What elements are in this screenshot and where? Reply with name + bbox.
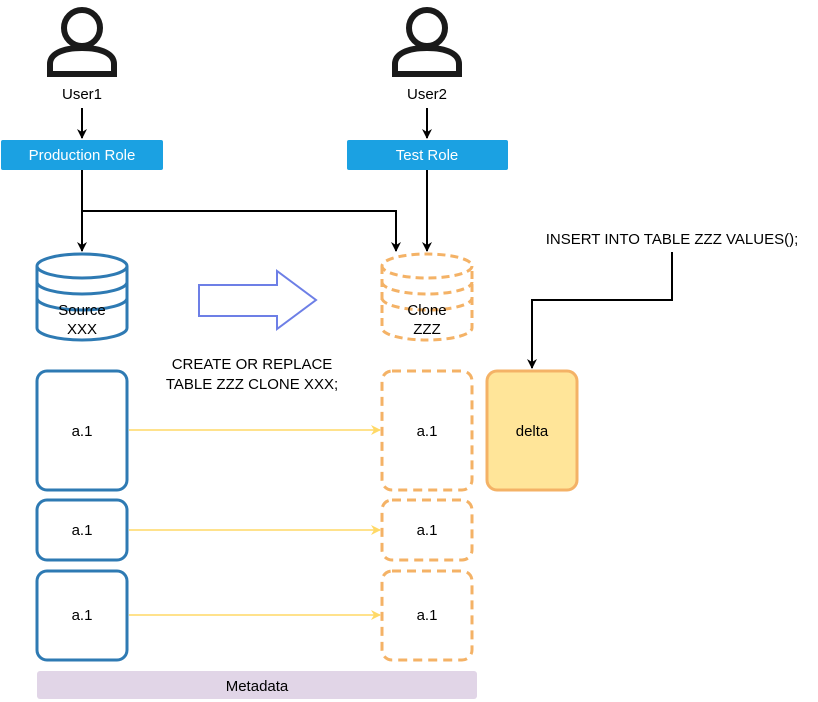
clone-partition-1-label: a.1 xyxy=(417,423,438,440)
insert-to-delta-arrow xyxy=(527,252,673,369)
user2-icon xyxy=(392,7,462,77)
user1-label: User1 xyxy=(62,86,102,103)
source-db-table: XXX xyxy=(67,321,97,338)
metadata-bar xyxy=(37,671,477,699)
source-database-icon xyxy=(35,252,129,342)
clone-statement-line1: CREATE OR REPLACE xyxy=(172,356,333,373)
source-partition-3 xyxy=(35,569,129,662)
user2-label: User2 xyxy=(407,86,447,103)
source-partition-1 xyxy=(35,369,129,492)
clone-statement-line2: TABLE ZZZ CLONE XXX; xyxy=(166,376,338,393)
test-role-box xyxy=(347,140,508,170)
user1-icon xyxy=(47,7,117,77)
test-role-label: Test Role xyxy=(396,147,459,164)
clone-partition-1 xyxy=(380,369,474,492)
production-role-label: Production Role xyxy=(29,147,136,164)
clone-db-name: Clone xyxy=(407,302,446,319)
production-to-clone-arrow xyxy=(82,210,401,252)
source-db-name: Source xyxy=(58,302,106,319)
source-partition-3-label: a.1 xyxy=(72,607,93,624)
production-role-box xyxy=(1,140,163,170)
clone-db-table: ZZZ xyxy=(413,321,441,338)
clone-partition-3-label: a.1 xyxy=(417,607,438,624)
source-partition-2-label: a.1 xyxy=(72,522,93,539)
clone-partition-3 xyxy=(380,569,474,662)
source-partition-1-label: a.1 xyxy=(72,423,93,440)
source-partition-2 xyxy=(35,498,129,562)
clone-partition-2-label: a.1 xyxy=(417,522,438,539)
delta-label: delta xyxy=(516,423,549,440)
delta-box xyxy=(485,369,579,492)
clone-direction-arrow xyxy=(198,269,318,331)
clone-partition-2 xyxy=(380,498,474,562)
insert-statement: INSERT INTO TABLE ZZZ VALUES(); xyxy=(546,231,799,248)
clone-database-icon xyxy=(380,252,474,342)
metadata-label: Metadata xyxy=(226,678,289,695)
